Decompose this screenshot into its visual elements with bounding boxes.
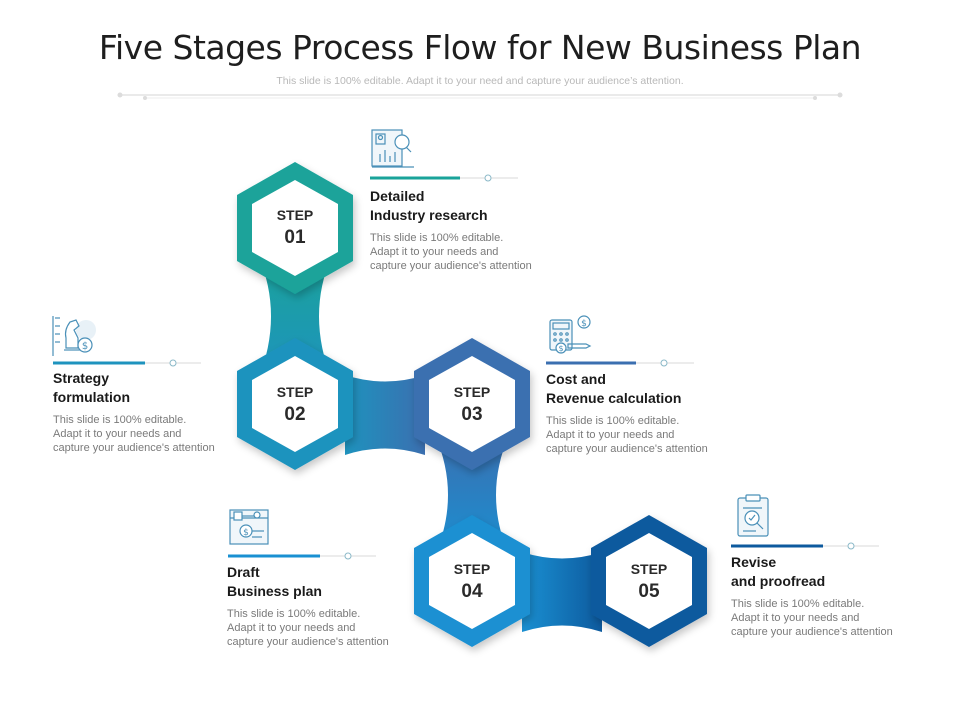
- step-05-description: Revise and proofread This slide is 100% …: [731, 553, 921, 639]
- step-02-heading-line2: formulation: [53, 389, 130, 405]
- accent-line-5: [731, 542, 879, 550]
- step-01-label: STEP 01: [245, 207, 345, 249]
- step-05-heading-line1: Revise: [731, 554, 777, 570]
- step-05-heading-line2: and proofread: [731, 573, 826, 589]
- svg-text:$: $: [82, 341, 88, 352]
- slide-title: Five Stages Process Flow for New Busines…: [98, 28, 862, 67]
- slide-subtitle: This slide is 100% editable. Adapt it to…: [276, 75, 684, 87]
- step-02-label: STEP 02: [245, 384, 345, 426]
- svg-text:$: $: [581, 319, 587, 329]
- step-01-number: 01: [284, 227, 306, 248]
- research-report-icon: [371, 129, 414, 168]
- step-04-body-line3: capture your audience's attention: [227, 636, 389, 648]
- step-04-body-line1: This slide is 100% editable.: [227, 608, 361, 620]
- step-01-heading: Detailed Industry research: [370, 187, 560, 225]
- step-03-body-line3: capture your audience's attention: [546, 443, 708, 455]
- step-04-word: STEP: [453, 561, 491, 577]
- step-01-word: STEP: [276, 207, 314, 223]
- step-02-body-line2: Adapt it to your needs and: [53, 428, 182, 440]
- step-04-description: Draft Business plan This slide is 100% e…: [227, 563, 417, 649]
- step-05-hexagon: [591, 515, 707, 647]
- step-01-heading-line1: Detailed: [370, 188, 425, 204]
- step-02-hexagon: [237, 338, 353, 470]
- connector-2-3: [345, 375, 425, 455]
- step-03-heading-line2: Revenue calculation: [546, 390, 682, 406]
- step-05-number: 05: [638, 581, 660, 602]
- step-03-body: This slide is 100% editable. Adapt it to…: [546, 414, 736, 456]
- step-04-label: STEP 04: [422, 561, 522, 603]
- connector-4-5: [522, 552, 602, 632]
- accent-line-1: [370, 174, 518, 182]
- step-04-hexagon: [414, 515, 530, 647]
- svg-text:$: $: [558, 344, 563, 353]
- svg-text:$: $: [243, 528, 249, 538]
- step-01-heading-line2: Industry research: [370, 207, 488, 223]
- step-05-word: STEP: [630, 561, 668, 577]
- step-01-body-line1: This slide is 100% editable.: [370, 232, 504, 244]
- accent-line-4: [228, 552, 376, 560]
- step-02-number: 02: [284, 404, 306, 425]
- step-03-hexagon: [414, 338, 530, 470]
- strategy-chess-icon: $: [52, 316, 96, 356]
- step-02-word: STEP: [276, 384, 314, 400]
- step-03-heading: Cost and Revenue calculation: [546, 370, 736, 408]
- step-01-body: This slide is 100% editable. Adapt it to…: [370, 231, 560, 273]
- step-03-description: Cost and Revenue calculation This slide …: [546, 370, 736, 456]
- accent-line-3: [546, 359, 694, 367]
- step-04-heading: Draft Business plan: [227, 563, 417, 601]
- step-01-hexagon: [237, 162, 353, 294]
- step-02-body-line3: capture your audience's attention: [53, 442, 215, 454]
- step-03-label: STEP 03: [422, 384, 522, 426]
- step-05-body-line3: capture your audience's attention: [731, 626, 893, 638]
- step-01-body-line3: capture your audience's attention: [370, 260, 532, 272]
- step-03-number: 03: [461, 404, 483, 425]
- step-04-number: 04: [461, 581, 483, 602]
- step-03-body-line2: Adapt it to your needs and: [546, 429, 675, 441]
- step-03-heading-line1: Cost and: [546, 371, 606, 387]
- title-divider: [117, 92, 843, 100]
- step-05-heading: Revise and proofread: [731, 553, 921, 591]
- step-02-body-line1: This slide is 100% editable.: [53, 414, 187, 426]
- step-03-body-line1: This slide is 100% editable.: [546, 415, 680, 427]
- step-02-heading-line1: Strategy: [53, 370, 110, 386]
- step-02-body: This slide is 100% editable. Adapt it to…: [53, 413, 243, 455]
- step-03-word: STEP: [453, 384, 491, 400]
- proofread-clipboard-icon: [737, 494, 769, 537]
- step-05-body-line1: This slide is 100% editable.: [731, 598, 865, 610]
- calculator-icon: $ $: [549, 315, 592, 354]
- step-05-body: This slide is 100% editable. Adapt it to…: [731, 597, 921, 639]
- step-05-body-line2: Adapt it to your needs and: [731, 612, 860, 624]
- step-05-label: STEP 05: [599, 561, 699, 603]
- business-plan-icon: $: [229, 509, 269, 545]
- step-04-heading-line1: Draft: [227, 564, 260, 580]
- step-01-body-line2: Adapt it to your needs and: [370, 246, 499, 258]
- step-04-body-line2: Adapt it to your needs and: [227, 622, 356, 634]
- step-01-description: Detailed Industry research This slide is…: [370, 187, 560, 273]
- accent-line-2: [53, 359, 201, 367]
- step-04-heading-line2: Business plan: [227, 583, 322, 599]
- connector-3-4: [435, 435, 509, 555]
- step-04-body: This slide is 100% editable. Adapt it to…: [227, 607, 417, 649]
- step-02-heading: Strategy formulation: [53, 369, 243, 407]
- step-02-description: Strategy formulation This slide is 100% …: [53, 369, 243, 455]
